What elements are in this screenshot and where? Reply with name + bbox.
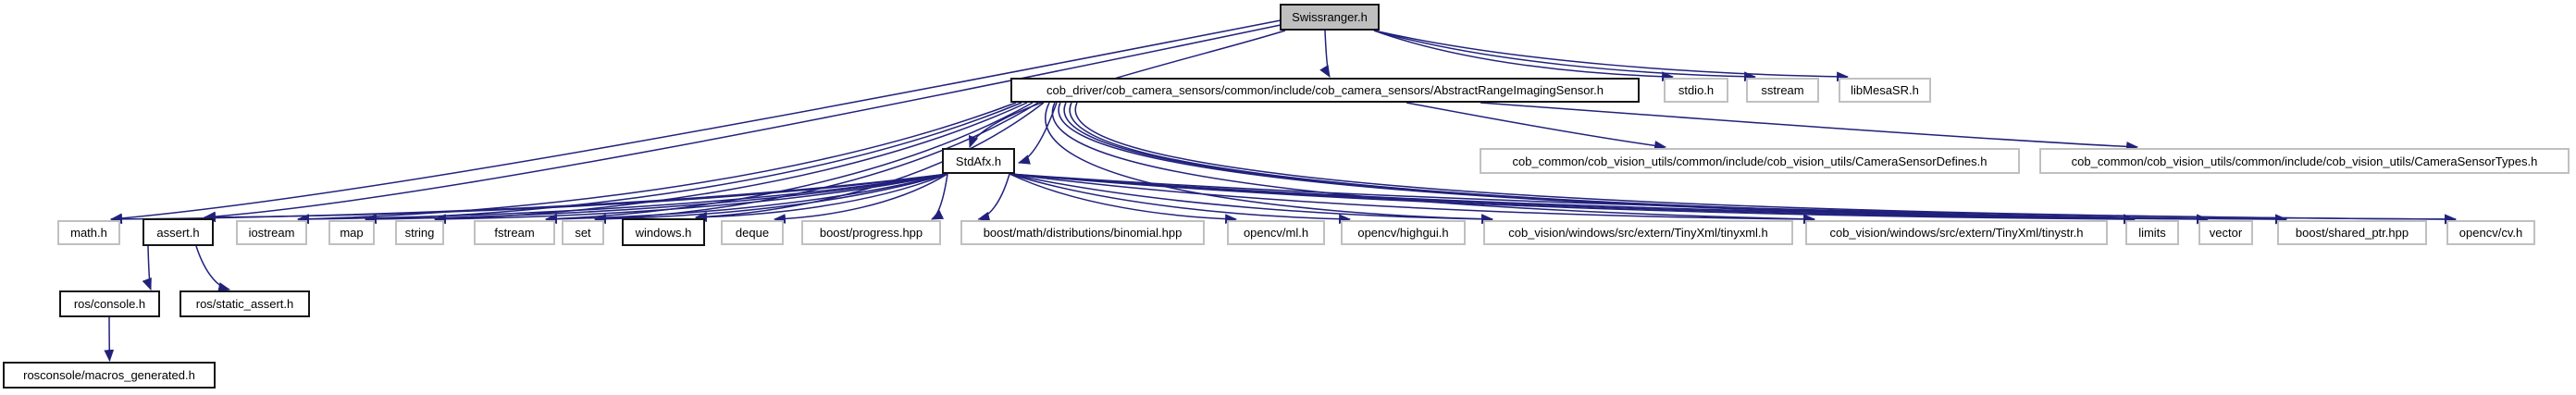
node-ml: opencv/ml.h (1227, 220, 1325, 245)
edge-console-macros (104, 316, 115, 363)
edge-assert-console (142, 245, 152, 291)
node-limits: limits (2125, 220, 2179, 245)
node-types: cob_common/cob_vision_utils/common/inclu… (2039, 148, 2570, 174)
node-fstream: fstream (474, 220, 555, 245)
edge-swissranger-assert (203, 24, 1282, 222)
edge-stdafx-binomial (977, 173, 1010, 222)
edge-stdafx-cv (1009, 173, 2458, 225)
node-cv: opencv/cv.h (2446, 220, 2535, 245)
edge-abstract-defines (1406, 102, 1667, 151)
edge-stdafx-sharedptr (1009, 173, 2288, 225)
edge-stdafx-tinyxml (1009, 173, 1494, 225)
node-console[interactable]: ros/console.h (59, 290, 160, 317)
node-sharedptr: boost/shared_ptr.hpp (2277, 220, 2427, 245)
edge-abstract-tinyxml (1045, 102, 1494, 225)
edge-swissranger-math (109, 19, 1282, 224)
edge-stdafx-windows (694, 173, 948, 223)
edge-stdafx-map (364, 173, 948, 225)
node-map: map (328, 220, 375, 245)
edge-swissranger-stdio (1373, 30, 1675, 82)
node-progress: boost/progress.hpp (801, 220, 941, 245)
edge-swissranger-libmesa (1373, 30, 1850, 82)
node-deque: deque (721, 220, 784, 245)
node-iostream: iostream (236, 220, 307, 245)
edge-abstract-tinystr (1051, 102, 1816, 225)
node-highgui: opencv/highgui.h (1341, 220, 1466, 245)
node-math: math.h (57, 220, 120, 245)
edge-stdafx-deque (773, 173, 948, 224)
edge-stdafx-progress (931, 173, 948, 220)
node-tinyxml: cob_vision/windows/src/extern/TinyXml/ti… (1483, 220, 1793, 245)
node-binomial: boost/math/distributions/binomial.hpp (960, 220, 1205, 245)
edge-stdafx-tinystr (1009, 173, 1816, 225)
node-tinystr: cob_vision/windows/src/extern/TinyXml/ti… (1805, 220, 2108, 245)
edge-stdafx-set (593, 173, 948, 225)
edge-abstract-iostream (296, 102, 1017, 225)
node-swissranger: Swissranger.h (1280, 4, 1380, 31)
node-staticassert[interactable]: ros/static_assert.h (180, 290, 310, 317)
edge-abstract-map (364, 102, 1022, 225)
edge-stdafx-iostream (296, 173, 948, 225)
node-string: string (395, 220, 444, 245)
edge-swissranger-abstract (1319, 30, 1331, 78)
edge-stdafx-highgui (1009, 173, 1352, 225)
edge-swissranger-sstream (1373, 30, 1757, 82)
node-sstream: sstream (1746, 78, 1819, 103)
node-defines: cob_common/cob_vision_utils/common/inclu… (1480, 148, 2020, 174)
edge-abstract-types (1480, 102, 2139, 152)
node-libmesa: libMesaSR.h (1839, 78, 1931, 103)
node-set: set (562, 220, 604, 245)
edge-abstract-stdafx (1017, 102, 1058, 165)
node-abstract[interactable]: cob_driver/cob_camera_sensors/common/inc… (1010, 78, 1640, 103)
node-stdio: stdio.h (1664, 78, 1728, 103)
node-windows[interactable]: windows.h (622, 218, 705, 246)
node-macros[interactable]: rosconsole/macros_generated.h (3, 362, 216, 389)
edge-abstract-fstream (544, 102, 1034, 224)
edge-stdafx-string (433, 173, 948, 225)
node-stdafx[interactable]: StdAfx.h (942, 148, 1015, 174)
node-assert[interactable]: assert.h (142, 218, 214, 246)
edge-assert-staticassert (195, 245, 231, 292)
edge-stdafx-ml (1009, 173, 1238, 225)
node-vector: vector (2198, 220, 2253, 245)
